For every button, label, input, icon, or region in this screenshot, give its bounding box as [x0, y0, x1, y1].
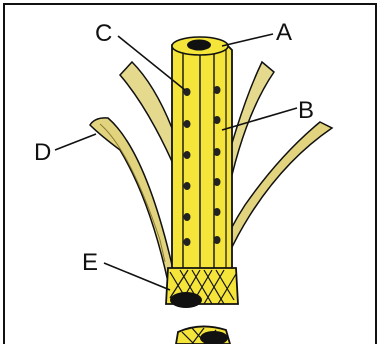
label-b: B: [298, 97, 314, 124]
outer-strip-left-inner: [100, 124, 165, 262]
back-strip-right: [230, 62, 274, 175]
core-top-hole: [187, 40, 211, 51]
core-column: [172, 38, 232, 282]
label-e: E: [82, 249, 98, 276]
leader-d: [55, 134, 96, 150]
leader-b: [222, 108, 297, 130]
label-d: D: [34, 139, 51, 166]
base-band-hole: [170, 292, 202, 308]
label-c: C: [95, 20, 112, 47]
label-a: A: [276, 19, 292, 46]
leader-e: [104, 263, 170, 290]
leader-a: [222, 34, 273, 46]
